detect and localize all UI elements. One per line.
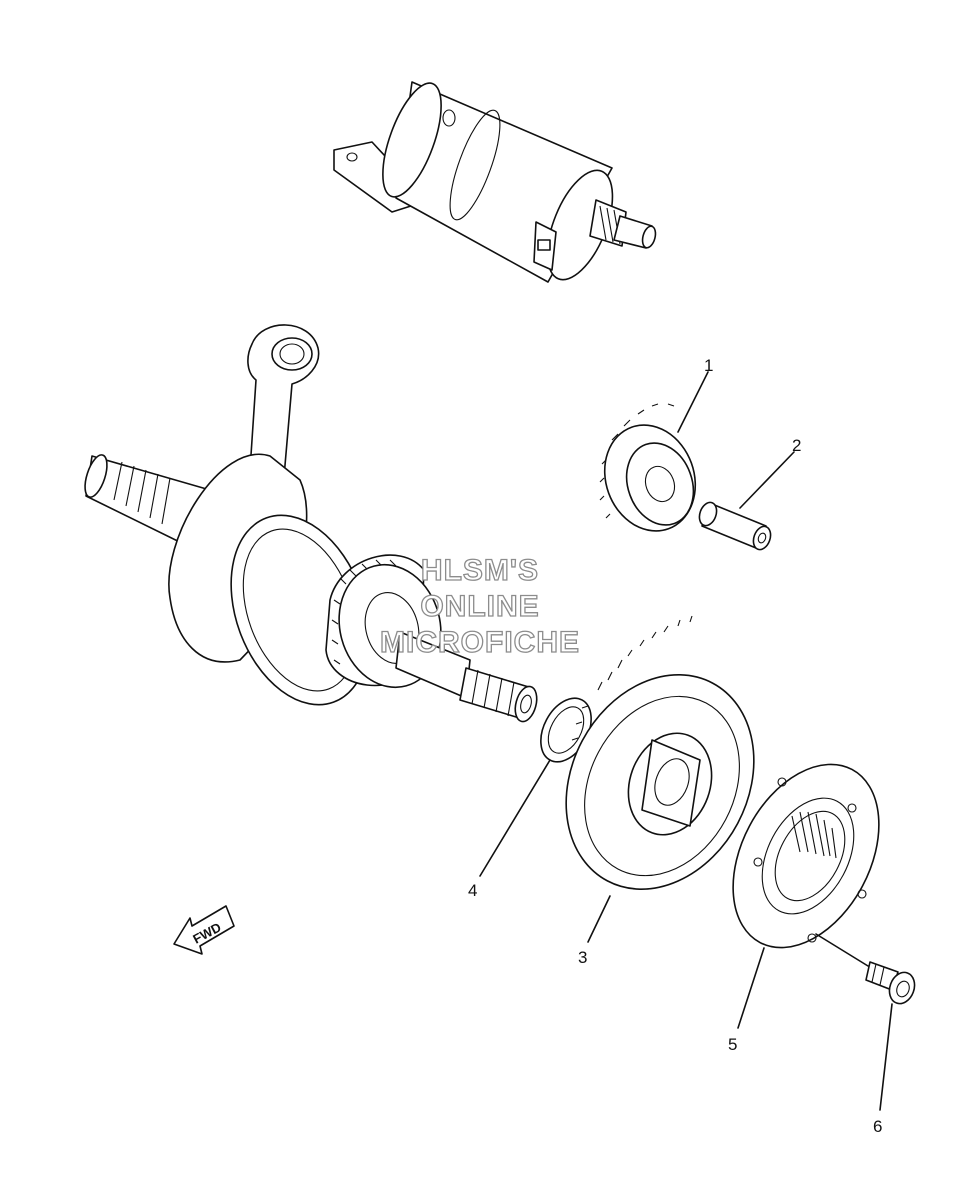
callout-2: 2 [792, 436, 801, 455]
leader-lines [479, 371, 893, 1111]
starter-motor [333, 81, 657, 283]
callout-5: 5 [728, 1035, 737, 1054]
callout-3: 3 [578, 948, 587, 967]
fwd-arrow-icon: FWD [173, 905, 235, 955]
watermark-line-3: MICROFICHE [380, 626, 580, 659]
starter-wheel-gear [565, 615, 755, 890]
idle-gear [599, 403, 697, 532]
watermark-line-1: HLSM'S [421, 554, 539, 587]
callout-4: 4 [468, 881, 477, 900]
crankshaft [84, 324, 538, 723]
callout-1: 1 [704, 356, 713, 375]
callout-6: 6 [873, 1117, 882, 1136]
watermark: HLSM'S ONLINE MICROFICHE [379, 553, 580, 659]
one-way-clutch [732, 763, 880, 949]
bolt [865, 961, 916, 1005]
idle-gear-shaft [698, 501, 772, 551]
watermark-line-2: ONLINE [420, 590, 539, 623]
